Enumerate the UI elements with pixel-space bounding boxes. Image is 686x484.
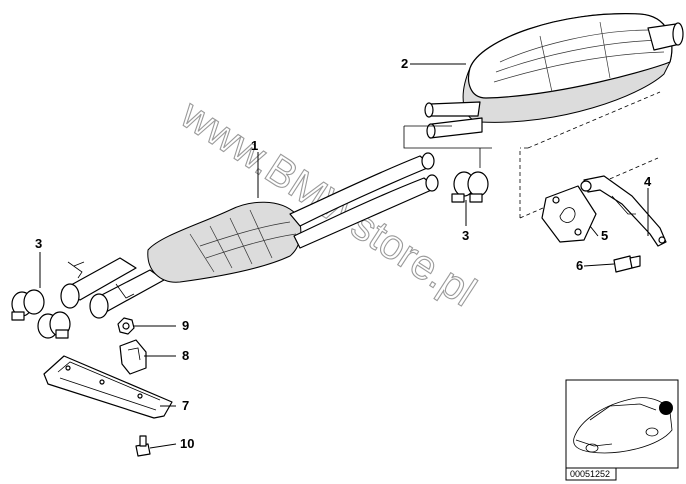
catalytic-converter-pipe[interactable] [60, 152, 439, 319]
clamp-front-left[interactable] [11, 289, 45, 321]
clamp-front-right[interactable] [37, 311, 71, 339]
callout-7[interactable]: 7 [182, 398, 189, 413]
reference-code: 00051252 [570, 469, 610, 479]
callout-6[interactable]: 6 [576, 258, 583, 273]
hex-bolt[interactable] [613, 255, 641, 273]
leader-lines [39, 63, 649, 449]
callout-8[interactable]: 8 [182, 348, 189, 363]
vehicle-location-inset: 00051252 [565, 379, 679, 481]
callout-1[interactable]: 1 [251, 138, 258, 153]
rubber-mount[interactable] [119, 339, 147, 375]
callout-2[interactable]: 2 [401, 56, 408, 71]
heat-shield[interactable] [43, 355, 173, 419]
small-bolt[interactable] [135, 435, 151, 457]
callout-4[interactable]: 4 [644, 174, 652, 189]
callout-3-right[interactable]: 3 [462, 228, 469, 243]
exhaust-hanger-bracket[interactable] [580, 175, 667, 247]
callout-3-left[interactable]: 3 [35, 236, 42, 251]
callout-9[interactable]: 9 [182, 318, 189, 333]
bracket-dashed-box [519, 91, 661, 219]
rear-silencer[interactable] [424, 13, 684, 139]
clamp-rear[interactable] [451, 171, 489, 203]
hex-nut[interactable] [117, 317, 135, 335]
callout-5[interactable]: 5 [601, 228, 608, 243]
gasket-plate[interactable] [541, 185, 597, 243]
silencer-bracket-lines [403, 125, 492, 168]
callout-10[interactable]: 10 [180, 436, 194, 451]
location-marker-icon [659, 401, 673, 415]
